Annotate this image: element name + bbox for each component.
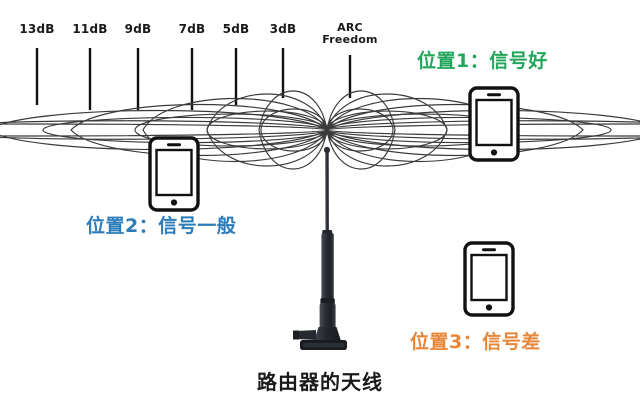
radiation-lobe-left xyxy=(260,108,328,152)
radiation-petal-left xyxy=(70,104,328,156)
phone-icons xyxy=(148,86,520,317)
phone-speaker xyxy=(482,248,496,252)
gain-tick-label: 13dB xyxy=(19,22,55,36)
phone-speaker xyxy=(167,143,181,147)
gain-tick-label: 11dB xyxy=(72,22,108,36)
antenna-radiation-pattern xyxy=(0,90,640,170)
phone-screen xyxy=(155,148,193,197)
radiation-lobe-left xyxy=(206,110,328,150)
gain-tick-label: 3dB xyxy=(269,22,297,36)
gain-tick-label: 7dB xyxy=(178,22,206,36)
phone-home-button xyxy=(490,149,498,156)
router-antenna xyxy=(293,146,347,350)
radiation-petal-left xyxy=(0,109,329,151)
phone-home-button xyxy=(485,304,493,311)
phone-home-button xyxy=(170,199,178,206)
position-label-2: 位置2：信号一般 xyxy=(86,215,237,237)
radiation-petal-right xyxy=(325,109,640,151)
radiation-lobe-right xyxy=(326,108,394,152)
gain-tick-label-line2: Freedom xyxy=(322,33,378,46)
gain-tick-label: 5dB xyxy=(222,22,250,36)
position-label-1: 位置1：信号好 xyxy=(417,50,548,72)
phone-position-3 xyxy=(463,241,515,317)
phone-position-2 xyxy=(148,136,200,212)
radiation-petal-right xyxy=(326,93,448,167)
radiation-petal-left xyxy=(206,93,328,167)
diagram-caption: 路由器的天线 xyxy=(257,370,383,394)
radiation-petal-left xyxy=(142,97,328,163)
position-label-3: 位置3：信号差 xyxy=(410,331,541,353)
gain-tick-label-line1: ARC xyxy=(337,21,363,34)
phone-position-1 xyxy=(468,86,520,162)
phone-screen xyxy=(470,253,508,302)
gain-scale-ticks xyxy=(35,48,352,110)
phone-screen xyxy=(475,98,513,147)
radiation-petal-right xyxy=(326,104,584,156)
radiation-petal-right xyxy=(326,90,396,170)
gain-tick-label: 9dB xyxy=(124,22,152,36)
radiation-lobe-right xyxy=(326,110,448,150)
radiation-petal-left xyxy=(258,90,328,170)
phone-speaker xyxy=(487,93,501,97)
